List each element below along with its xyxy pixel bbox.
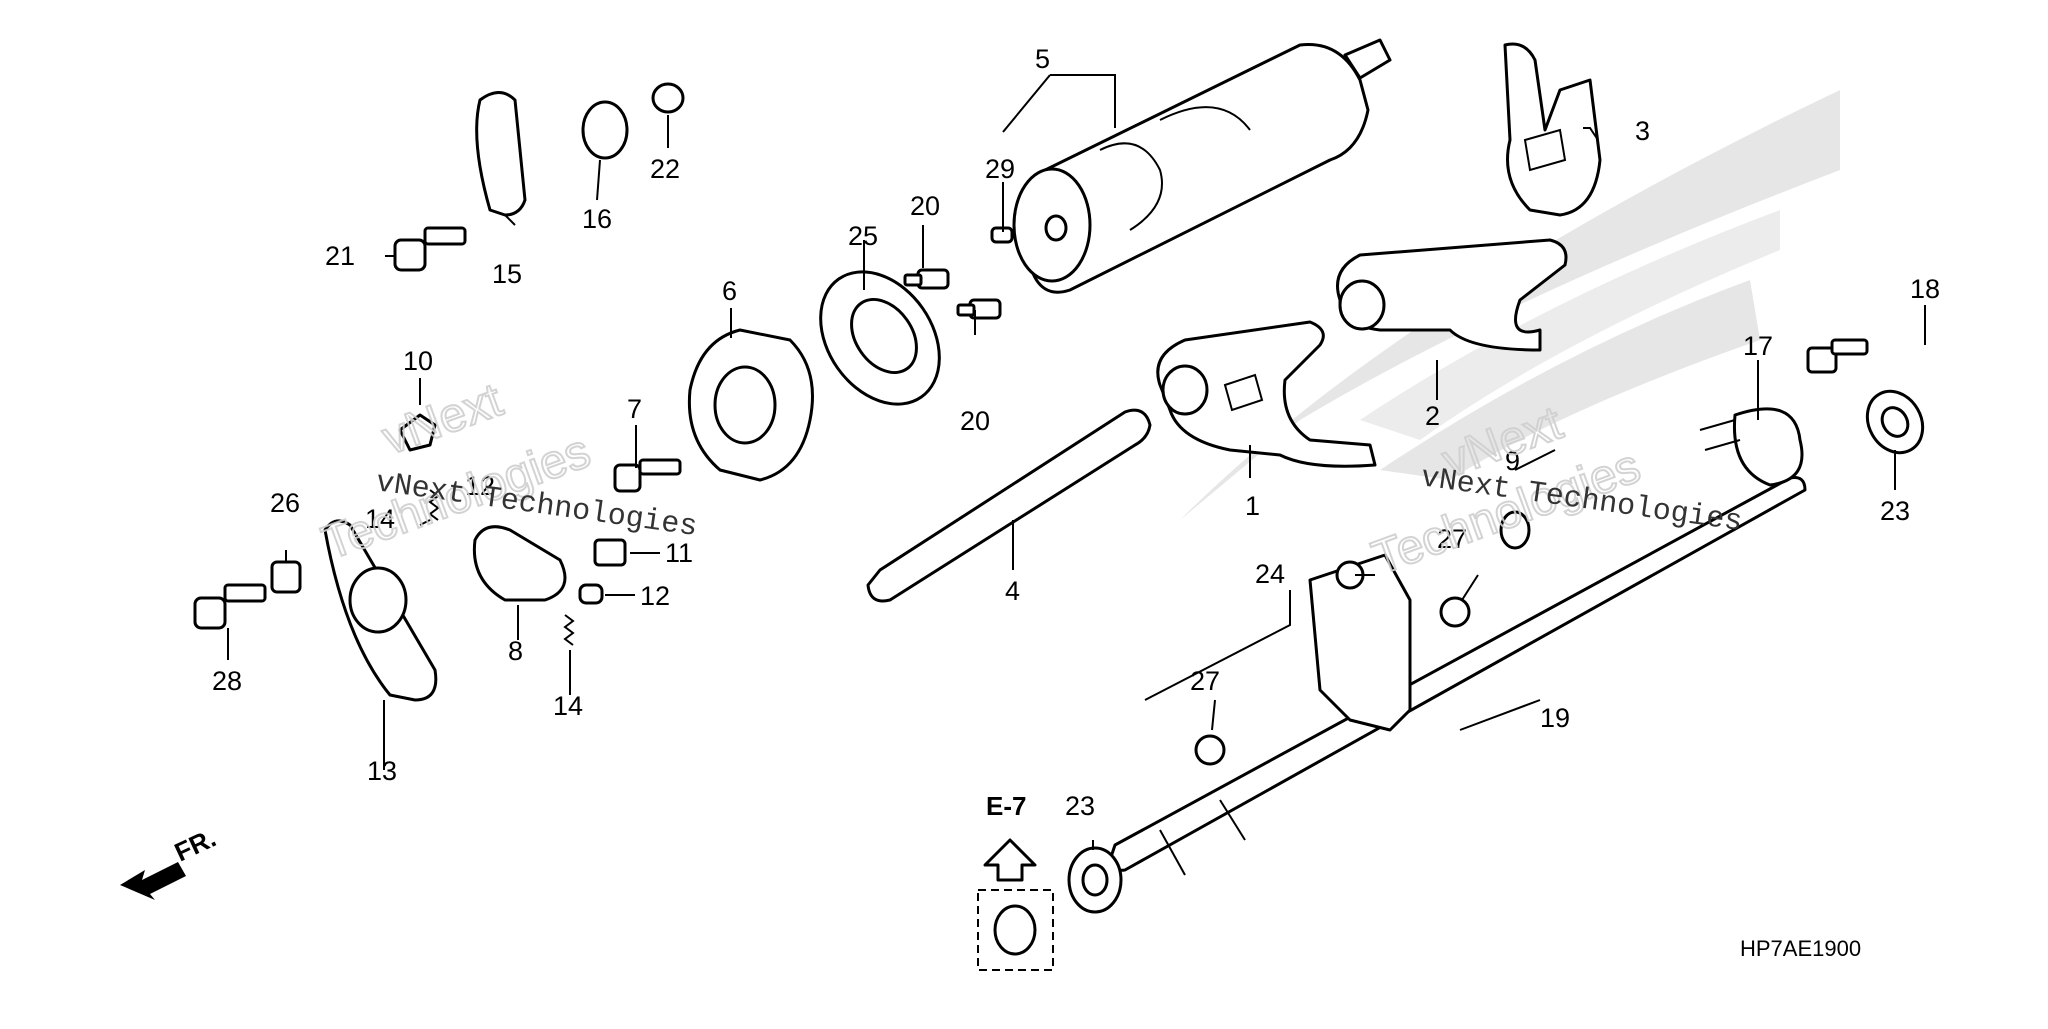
shifter-plate-10: [398, 413, 437, 452]
label-12-upper: 12: [465, 471, 495, 501]
spring-14-upper: [428, 489, 440, 521]
label-4: 4: [1005, 576, 1020, 606]
label-1: 1: [1245, 491, 1260, 521]
label-11: 11: [665, 538, 693, 568]
label-20-lower: 20: [960, 406, 990, 436]
label-3: 3: [1635, 116, 1650, 146]
label-14-upper: 14: [365, 504, 395, 534]
spring-16: [581, 100, 629, 160]
label-28: 28: [212, 666, 242, 696]
collar-9: [1499, 510, 1531, 550]
label-29: 29: [985, 154, 1015, 184]
bolt-28: [193, 583, 267, 630]
label-6: 6: [722, 276, 737, 306]
front-label: FR.: [170, 823, 221, 868]
gearshift-spindle: [1108, 476, 1807, 876]
shift-fork-1: [1156, 320, 1377, 468]
label-13: 13: [367, 756, 397, 786]
washer-22: [651, 82, 685, 114]
label-15: 15: [492, 259, 522, 289]
return-spring: [1699, 407, 1804, 487]
watermark-brand-left-1: vNext: [376, 374, 509, 466]
label-10: 10: [403, 346, 433, 376]
shift-cam-plate-8: [472, 525, 567, 602]
fork-shaft: [866, 408, 1152, 603]
label-2: 2: [1425, 401, 1440, 431]
label-24: 24: [1255, 559, 1285, 589]
leader-lines: [227, 74, 1926, 850]
shift-fork-3: [1503, 42, 1602, 217]
plate-13-hole: [348, 566, 408, 634]
label-9: 9: [1505, 446, 1520, 476]
bolt-18: [1806, 338, 1869, 374]
label-14-lower: 14: [553, 691, 583, 721]
bolt-20-top: [903, 268, 950, 290]
bolt-7: [613, 458, 682, 493]
label-8: 8: [508, 636, 523, 666]
label-16: 16: [582, 204, 612, 234]
label-27-right: 27: [1437, 524, 1467, 554]
label-27-left: 27: [1190, 666, 1220, 696]
label-18: 18: [1910, 274, 1940, 304]
collar-26: [270, 560, 302, 594]
label-23-left: 23: [1065, 791, 1095, 821]
drum-cam: [687, 328, 814, 482]
shift-fork-2: [1336, 238, 1568, 352]
label-25: 25: [848, 221, 878, 251]
plunger-12: [578, 583, 604, 605]
clip-27-right: [1439, 596, 1471, 628]
reference-box: [977, 838, 1054, 971]
bearing: [819, 270, 941, 406]
part-labels: 1 2 3 4 5 6 7 8 9 10 11 12 12 13 14 14 1…: [212, 44, 1940, 821]
label-20-upper: 20: [910, 191, 940, 221]
washer-23-left-hole: [1081, 863, 1109, 897]
label-12-lower: 12: [640, 581, 670, 611]
label-5: 5: [1035, 44, 1050, 74]
label-21: 21: [325, 241, 355, 271]
diagram-code: HP7AE1900: [1740, 936, 1861, 961]
spring-14-lower: [563, 614, 575, 646]
label-23-right: 23: [1880, 496, 1910, 526]
reference-label: E-7: [986, 791, 1026, 821]
label-19: 19: [1540, 703, 1570, 733]
pawl-11: [593, 538, 627, 567]
label-17: 17: [1743, 331, 1773, 361]
bolt-21: [393, 226, 467, 272]
label-7: 7: [627, 394, 642, 424]
shift-drum: [1012, 38, 1392, 294]
clip-27-left: [1194, 734, 1226, 766]
bolt-20-bottom: [956, 298, 1002, 320]
label-22: 22: [650, 154, 680, 184]
front-arrow-icon: FR.: [120, 823, 221, 900]
label-26: 26: [270, 488, 300, 518]
stopper-arm-15: [475, 91, 527, 217]
washer-23-right-hole: [1880, 406, 1910, 438]
